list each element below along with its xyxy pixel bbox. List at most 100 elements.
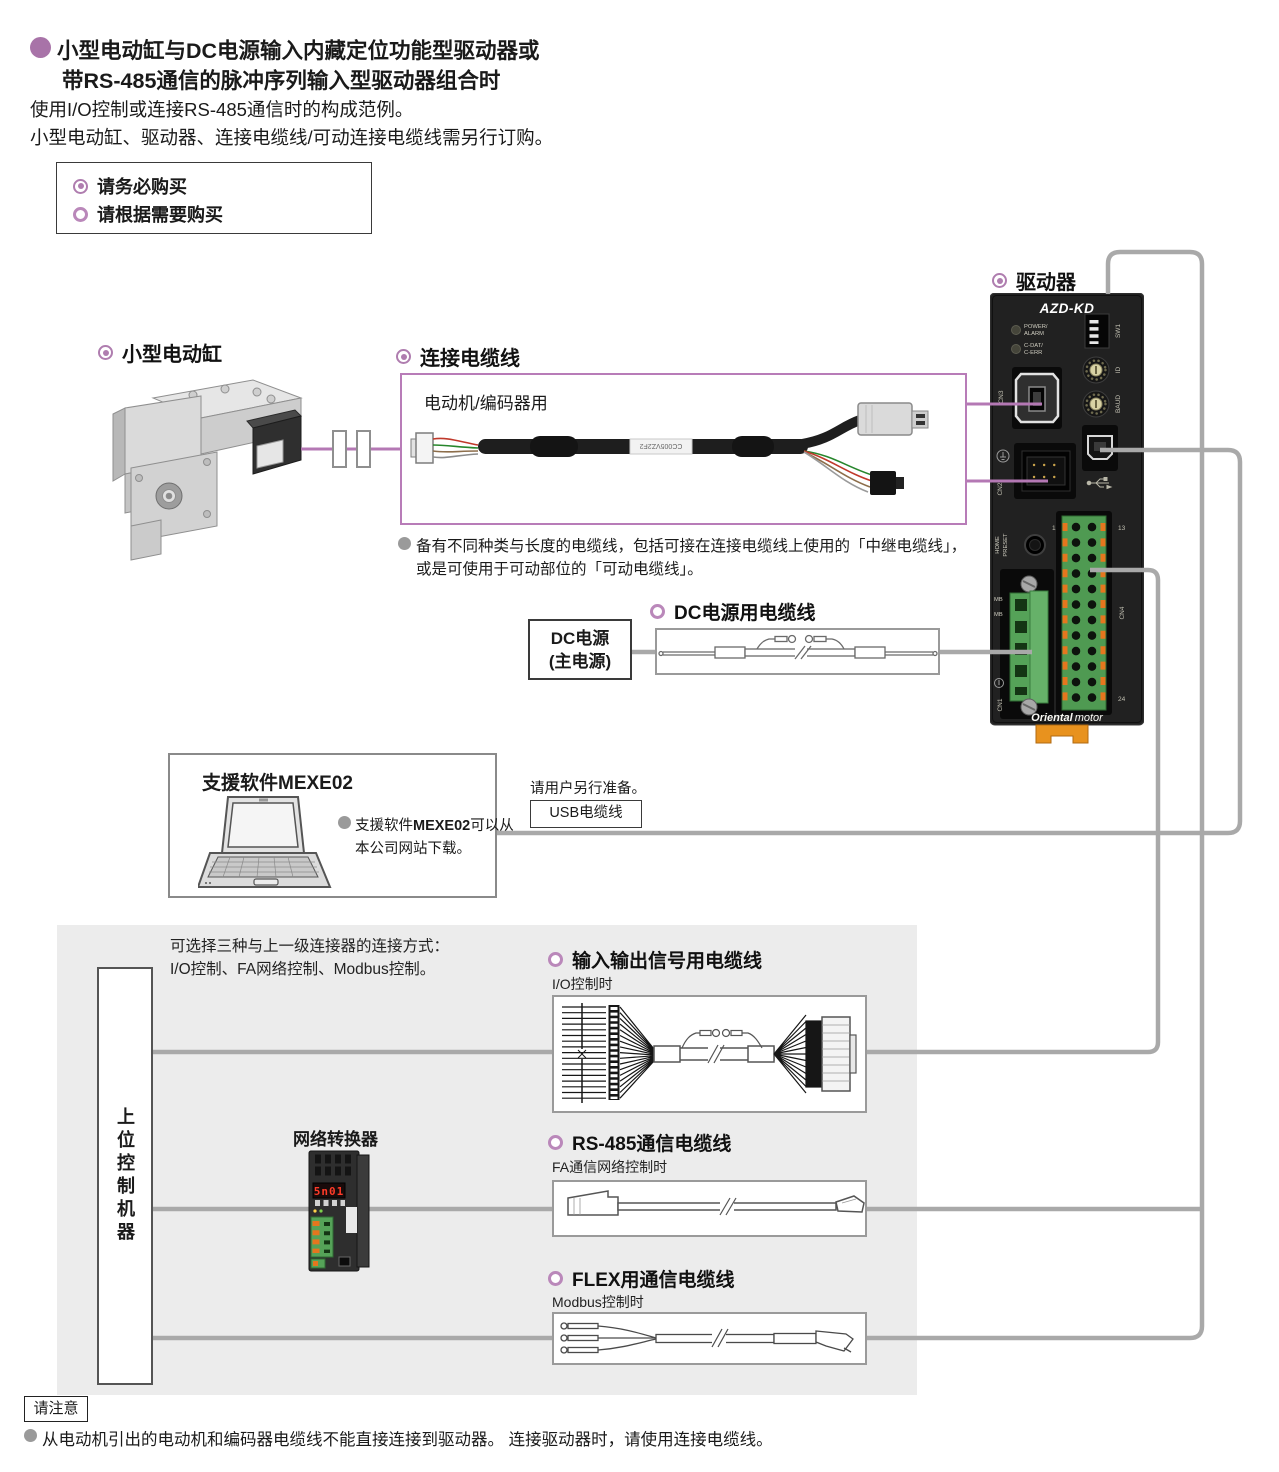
motor-encoder-cable-image: CC005VZ2F2	[410, 402, 929, 495]
legend-optional-label: 请根据需要购买	[97, 205, 223, 225]
page-title-line2: 带RS-485通信的脉冲序列输入型驱动器组合时	[62, 69, 501, 93]
io-cable-sub: I/O控制时	[552, 976, 613, 992]
svg-text:1: 1	[1052, 525, 1056, 532]
optional-circle-icon	[548, 1135, 563, 1150]
io-cable-label: 输入输出信号用电缆线	[572, 951, 763, 972]
converter-drawing: 5n01	[308, 1150, 370, 1272]
driver-model-label: AZD-KD	[1039, 301, 1095, 316]
dc-cable-heading: DC电源用电缆线	[650, 598, 815, 625]
svg-text:13: 13	[1118, 525, 1126, 532]
flex-cable-image	[560, 1322, 854, 1354]
cn4-connector: 13 24 CN4	[1056, 511, 1126, 715]
svg-text:MB: MB	[994, 597, 1003, 603]
flex-cable-box	[552, 1312, 867, 1365]
connect-cable-note-line1: 备有不同种类与长度的电缆线，包括可接在连接电缆线上使用的「中继电缆线」，	[398, 534, 966, 556]
required-circle-icon	[98, 345, 113, 360]
inline-connector-1	[332, 430, 347, 468]
mexe02-note-line2: 本公司网站下载。	[355, 841, 471, 857]
din-rail-clip	[1035, 724, 1089, 744]
rs485-cable-image	[567, 1190, 865, 1218]
dc-power-line1: DC电源	[550, 628, 610, 648]
optional-circle-icon	[548, 1271, 563, 1286]
usb-symbol-icon	[1086, 477, 1113, 490]
legend-box: 请务必购买 请根据需要购买	[56, 162, 372, 234]
svg-text:24: 24	[1118, 696, 1126, 703]
cn3-connector: CN3	[998, 367, 1062, 429]
bullet-icon	[398, 537, 411, 550]
user-prepare-label: 请用户另行准备。	[530, 781, 646, 797]
mexe02-title: 支援软件MEXE02	[202, 773, 353, 794]
dc-cable-box	[655, 628, 940, 675]
wire-cn4-to-io	[867, 567, 1161, 1055]
title-bullet-icon	[30, 37, 51, 58]
rs485-cable-sub: FA通信网络控制时	[552, 1159, 668, 1175]
svg-text:CN2: CN2	[997, 482, 1004, 495]
svg-text:BAUD: BAUD	[1115, 395, 1122, 413]
rs485-cable-label: RS-485通信电缆线	[572, 1134, 732, 1155]
cn1-power-terminal: MB MB CN1	[994, 569, 1054, 719]
dc-power-box: DC电源 (主电源)	[528, 619, 632, 680]
status-led-block: POWER/ ALARM C-DAT/ C-ERR	[1011, 324, 1048, 356]
converter-display: 5n01	[314, 1185, 345, 1198]
dip-switch-sw1: SW1	[1084, 313, 1122, 349]
dc-cable-drawing	[658, 634, 938, 660]
cylinder-section-heading: 小型电动缸	[98, 338, 222, 367]
svg-text:ALARM: ALARM	[1024, 331, 1044, 337]
inline-connector-2	[356, 430, 371, 468]
notice-tag-box: 请注意	[24, 1396, 88, 1422]
io-cable-drawing	[562, 1003, 857, 1103]
connect-cable-note1-text: 备有不同种类与长度的电缆线，包括可接在连接电缆线上使用的「中继电缆线」，	[416, 538, 967, 555]
optional-circle-icon	[548, 952, 563, 967]
network-converter-image: 5n01	[308, 1150, 370, 1272]
driver-section-heading: 驱动器	[992, 266, 1076, 295]
flex-cable-heading: FLEX用通信电缆线	[548, 1265, 735, 1292]
dc-power-line2: (主电源)	[548, 651, 612, 671]
host-controller-box: 上位控制机器	[97, 967, 153, 1385]
laptop-drawing	[198, 796, 332, 888]
wire-rs485-flex-trunk	[867, 249, 1205, 1341]
svg-text:SW1: SW1	[1115, 324, 1122, 338]
cable-code-label: CC005VZ2F2	[639, 442, 682, 449]
rs485-cable-box	[552, 1180, 867, 1237]
legend-required-row: 请务必购买	[73, 172, 371, 200]
io-cable-box	[552, 995, 867, 1113]
mexe02-note1-text: 支援软件MEXE02可以从	[355, 818, 514, 834]
notice-text: 从电动机引出的电动机和编码器电缆线不能直接连接到驱动器。 连接驱动器时，请使用连…	[42, 1431, 773, 1449]
rs485-cable-drawing	[567, 1190, 865, 1218]
io-cable-heading: 输入输出信号用电缆线	[548, 946, 762, 973]
svg-text:C-DAT/: C-DAT/	[1024, 343, 1043, 349]
wire-usb	[497, 447, 1243, 836]
cylinder-label: 小型电动缸	[122, 344, 222, 366]
svg-text:CN4: CN4	[1119, 606, 1126, 619]
cylinder-body	[112, 379, 303, 561]
legend-required-label: 请务必购买	[97, 177, 187, 197]
bullet-icon	[338, 816, 351, 829]
connect-cable-box: 电动机/编码器用 CC005VZ2F2	[400, 373, 967, 525]
legend-optional-row: 请根据需要购买	[73, 200, 371, 228]
svg-text:CN1: CN1	[997, 698, 1004, 711]
driver-device-image: AZD-KD POWER/ ALARM C-DAT/ C-ERR SW1 ID	[990, 293, 1144, 744]
flex-cable-sub: Modbus控制时	[552, 1294, 644, 1310]
baud-rotary-switch: BAUD	[1082, 390, 1122, 418]
connect-cable-label: 连接电缆线	[420, 348, 520, 370]
home-preset-button: HOME PRESET 1	[995, 525, 1056, 557]
notice-text-row: 从电动机引出的电动机和编码器电缆线不能直接连接到驱动器。 连接驱动器时，请使用连…	[24, 1426, 773, 1450]
select-note-line2: I/O控制、FA网络控制、Modbus控制。	[170, 961, 436, 978]
page-desc-line2: 小型电动缸、驱动器、连接电缆线/可动连接电缆线需另行订购。	[30, 127, 554, 148]
dc-cable-label: DC电源用电缆线	[674, 603, 816, 624]
host-controller-label: 上位控制机器	[115, 1107, 135, 1245]
usb-cable-box: USB电缆线	[530, 800, 642, 828]
required-circle-icon	[992, 273, 1007, 288]
optional-circle-icon	[650, 604, 665, 619]
cn2-connector: CN2	[997, 443, 1076, 499]
driver-label: 驱动器	[1016, 272, 1076, 294]
converter-label: 网络转换器	[293, 1130, 378, 1149]
connect-cable-note-line2: 或是可使用于可动部位的「可动电缆线」。	[416, 557, 703, 579]
io-cable-image	[562, 1003, 857, 1103]
electric-cylinder-image	[112, 379, 303, 561]
svg-text:POWER/: POWER/	[1024, 324, 1048, 330]
flex-cable-drawing	[560, 1322, 854, 1354]
laptop-image	[198, 796, 332, 888]
